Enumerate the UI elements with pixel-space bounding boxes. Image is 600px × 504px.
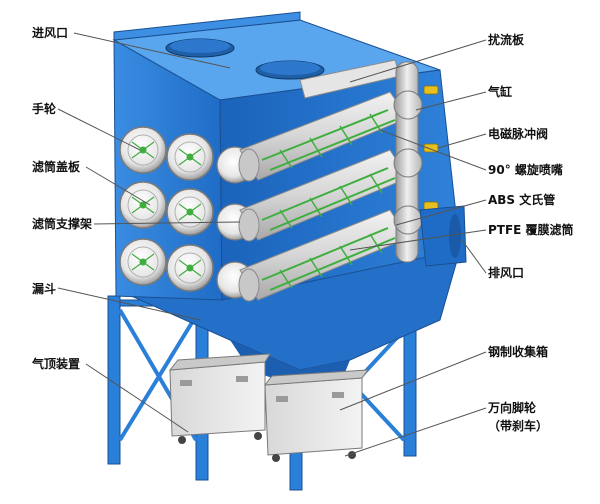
leader-handwheel	[57, 108, 141, 151]
leader-support	[93, 221, 241, 225]
label-filter: PTFE 覆膜滤筒	[488, 223, 574, 237]
leader-caster	[344, 407, 487, 457]
label-baffle: 扰流板	[488, 33, 525, 47]
cover-r2c2	[166, 188, 214, 236]
label-inlet: 进风口	[32, 26, 69, 40]
air-manifold	[393, 61, 423, 263]
cartridge-bottom	[238, 209, 409, 302]
label-hopper: 漏斗	[32, 282, 57, 296]
cover-r3c1	[119, 238, 167, 286]
cover-r1c1	[119, 126, 167, 174]
label-caster-line1: 万向脚轮	[488, 401, 537, 415]
leader-pulse-valve	[437, 133, 487, 149]
label-outlet: 排风口	[488, 266, 525, 280]
label-bin: 钢制收集箱	[488, 345, 549, 359]
label-support: 滤筒支撑架	[32, 217, 93, 231]
front-filter-covers	[119, 126, 254, 299]
inlet-opening	[165, 38, 325, 80]
leader-hopper	[57, 287, 201, 321]
collection-bin-right	[263, 369, 370, 462]
label-cover: 滤筒盖板	[32, 160, 81, 174]
label-caster-line2: （带刹车）	[488, 419, 549, 433]
leader-baffle	[349, 39, 487, 83]
cartridge-middle	[238, 149, 409, 242]
leader-inlet	[73, 32, 231, 69]
collection-bin-left	[168, 353, 271, 444]
cover-r3c2	[166, 244, 214, 292]
label-air-device: 气顶装置	[32, 357, 81, 371]
leader-lines	[57, 32, 487, 457]
cartridge-top	[238, 91, 409, 182]
label-venturi: ABS 文氏管	[488, 193, 556, 207]
filter-cartridges	[238, 91, 409, 302]
leader-bin	[339, 351, 487, 411]
cover-r2c1	[119, 181, 167, 229]
leader-filter	[349, 229, 487, 251]
leader-outlet	[461, 239, 487, 274]
leader-venturi	[395, 199, 487, 226]
leader-cover	[85, 166, 151, 206]
label-air-tank: 气缸	[488, 85, 513, 99]
pulse-valves	[423, 85, 439, 211]
leader-air-tank	[415, 91, 487, 111]
label-nozzle: 90° 螺旋喷嘴	[488, 163, 563, 177]
leader-nozzle	[379, 129, 487, 171]
label-handwheel: 手轮	[32, 102, 57, 116]
cover-r1c2	[166, 133, 214, 181]
label-pulse-valve: 电磁脉冲阀	[488, 127, 549, 141]
leader-air-device	[85, 363, 189, 433]
